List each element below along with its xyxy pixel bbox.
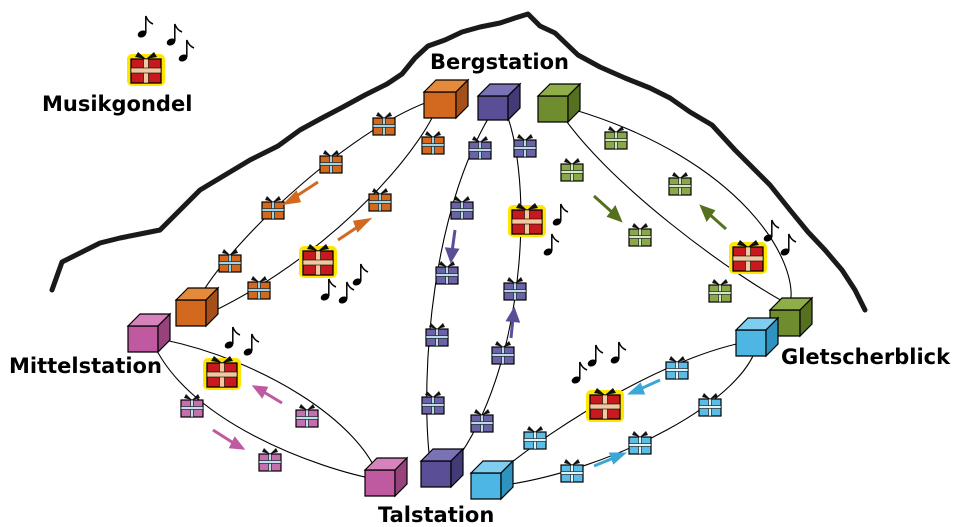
gondola-cabin — [435, 260, 459, 285]
station-box-talstation-cyan — [469, 459, 515, 501]
station-label-bergstation: Bergstation — [430, 50, 569, 74]
gondola-cabin — [668, 171, 692, 196]
direction-arrows-cyan — [593, 378, 661, 468]
arrow-head — [251, 385, 269, 399]
direction-arrow — [261, 389, 283, 405]
gondola-cabin — [258, 447, 282, 472]
olive-line — [554, 103, 792, 306]
gondola-cabin — [491, 340, 515, 365]
arrow-head — [699, 204, 716, 222]
music-note-icon — [350, 263, 369, 288]
gondola-cabin — [180, 393, 204, 418]
orange-line — [197, 97, 441, 313]
gondola-cabin — [628, 222, 652, 247]
music-gondola-purple — [507, 202, 569, 258]
gondola-cabin — [421, 130, 445, 155]
direction-arrow — [592, 194, 616, 216]
station-label-mittelstation: Mittelstation — [9, 354, 162, 378]
arrow-head — [505, 306, 521, 323]
music-gondola-orange — [298, 243, 369, 306]
music-note-icon — [336, 281, 355, 306]
gondola-cabin — [425, 322, 449, 347]
gondola-cabin — [450, 195, 474, 220]
gondola-cabin — [261, 195, 285, 220]
gondola-cabin — [218, 248, 242, 273]
arrow-head — [444, 247, 460, 264]
gondola-cabin — [560, 458, 584, 483]
direction-arrows-pink — [212, 385, 283, 450]
direction-arrows-orange — [281, 180, 373, 242]
gondola-cabin — [604, 125, 628, 150]
music-note-icon — [135, 15, 154, 40]
direction-arrow — [212, 428, 236, 446]
gondola-cabin — [247, 275, 271, 300]
music-gondola-olive — [728, 219, 797, 275]
music-gondola-icon — [126, 51, 166, 87]
station-label-talstation: Talstation — [378, 503, 495, 527]
music-gondola-pink — [202, 326, 260, 391]
gondola-cabin — [628, 430, 652, 455]
gondola-cabin — [560, 157, 584, 182]
music-note-icon — [608, 341, 627, 366]
station-box-gletscherblick-cyan — [734, 316, 780, 358]
gondola-cabins-pink — [180, 393, 319, 472]
music-gondola-icon — [202, 355, 242, 391]
music-note-icon — [585, 344, 604, 369]
arrow-head — [228, 436, 246, 450]
station-box-bergstation-orange — [422, 78, 470, 120]
gondola-cabin — [513, 133, 537, 158]
legend-music-gondola — [126, 15, 195, 87]
gondola-cabin — [470, 408, 494, 433]
music-note-icon — [778, 233, 797, 258]
music-gondola-icon — [728, 239, 768, 275]
gondola-cabin — [698, 392, 722, 417]
music-note-icon — [541, 233, 560, 258]
station-box-bergstation-purple — [476, 82, 522, 122]
gondola-cabin — [421, 390, 445, 415]
mountain-outline — [49, 11, 868, 313]
music-note-icon — [222, 326, 241, 351]
music-note-icon — [761, 219, 780, 244]
direction-arrows-olive — [592, 194, 727, 231]
gondola-cabin — [372, 111, 396, 136]
music-note-icon — [569, 361, 588, 386]
gondola-cabin — [468, 135, 492, 160]
music-gondola-icon — [298, 243, 338, 279]
music-note-icon — [550, 203, 569, 228]
music-note-icon — [176, 39, 195, 64]
music-note-icon — [164, 23, 183, 48]
arrow-head — [352, 217, 373, 233]
gondola-cabin — [319, 149, 343, 174]
direction-arrows-purple — [444, 229, 521, 339]
arrow-head — [606, 205, 623, 223]
arrow-head — [281, 190, 302, 206]
gondola-cabin — [503, 276, 527, 301]
arrow-head — [608, 452, 627, 465]
station-box-mittelstation-pink — [126, 312, 172, 354]
gondola-cabin — [368, 187, 392, 212]
music-gondola-icon — [507, 202, 547, 238]
gondola-cabin — [708, 278, 732, 303]
station-label-gletscherblick: Gletscherblick — [781, 345, 951, 369]
arrow-head — [627, 382, 646, 395]
legend-label: Musikgondel — [42, 92, 193, 116]
gondola-cabin — [523, 425, 547, 450]
music-gondola-cyan — [569, 341, 627, 423]
music-note-icon — [241, 333, 260, 358]
gondola-cabin — [665, 355, 689, 380]
music-note-icon — [318, 278, 337, 303]
gondola-cabin — [295, 403, 319, 428]
station-box-gletscherblick-olive — [768, 296, 814, 338]
station-box-bergstation-olive — [536, 82, 582, 124]
music-gondola-icon — [585, 387, 625, 423]
station-box-talstation-pink — [363, 456, 409, 498]
station-box-talstation-purple — [419, 447, 465, 489]
station-box-mittelstation-orange — [174, 286, 220, 328]
